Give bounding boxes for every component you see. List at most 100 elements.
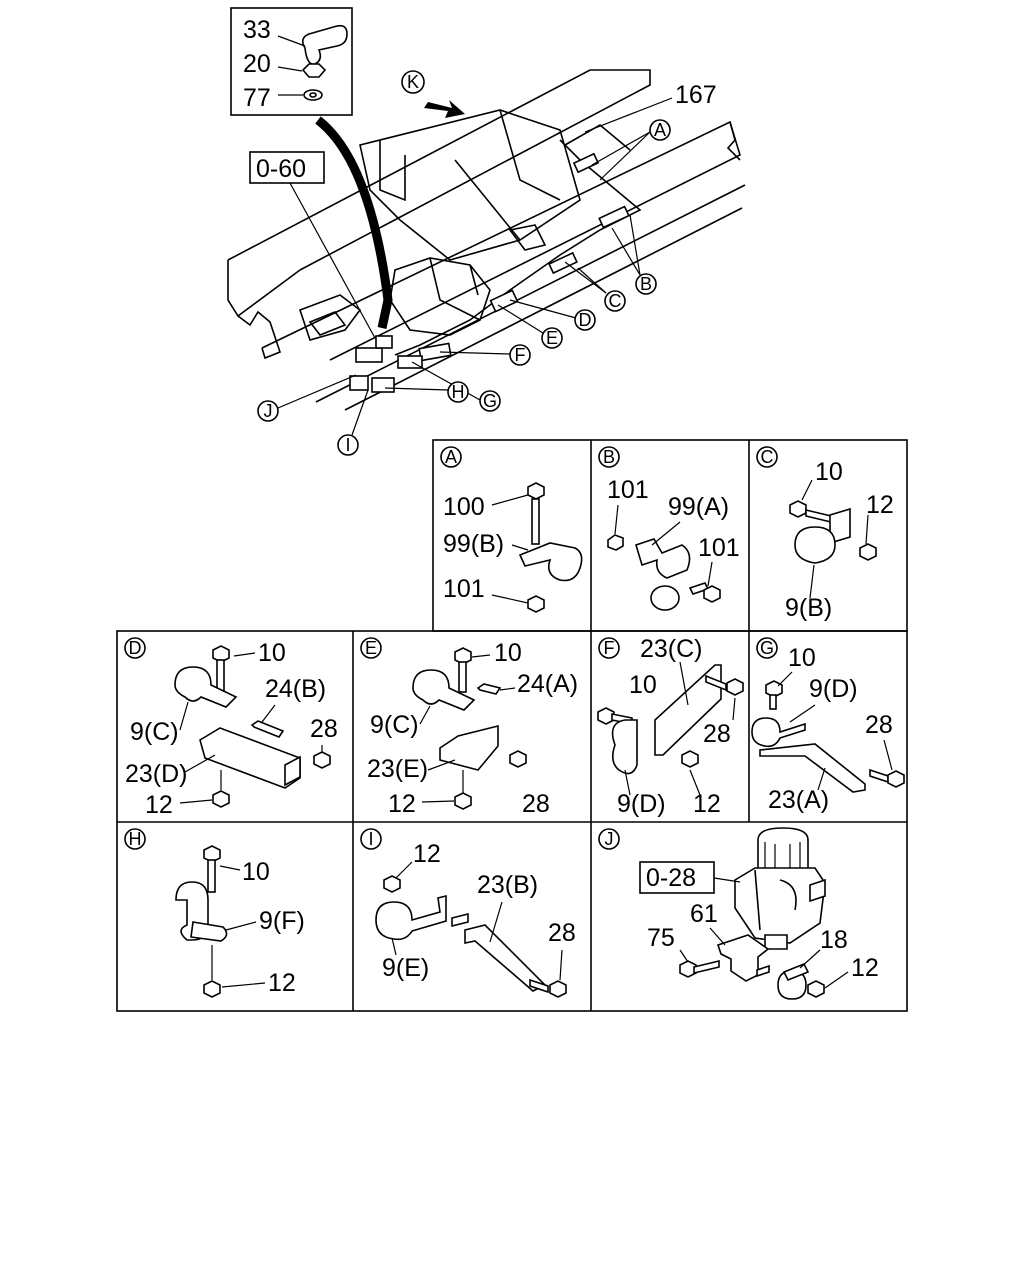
callout-i — [337, 434, 359, 456]
panel-j: J 0-28 61 75 18 12 — [598, 827, 879, 1000]
panel-f-label-23c: 23(C) — [640, 635, 703, 663]
panel-d-label-28: 28 — [310, 715, 338, 743]
transmission-housing — [389, 257, 491, 336]
panel-c-letter: C — [761, 447, 774, 467]
panel-c-label-9b: 9(B) — [785, 594, 832, 622]
callout-d — [574, 309, 596, 331]
panel-e-label-9c: 9(C) — [370, 711, 419, 739]
valve-body — [734, 867, 826, 944]
panel-d-label-9c: 9(C) — [130, 718, 179, 746]
callout-g — [479, 390, 501, 412]
panel-j-label-18: 18 — [820, 926, 848, 954]
panel-j-label-61: 61 — [690, 900, 718, 928]
panel-b-label-101-right: 101 — [698, 534, 740, 562]
callout-a-letter: A — [654, 120, 666, 140]
panel-i-label-9e: 9(E) — [382, 954, 429, 982]
panel-j-label-75: 75 — [647, 924, 675, 952]
panel-c: C 10 12 9(B) — [756, 446, 894, 622]
panel-f-label-9d: 9(D) — [617, 790, 666, 818]
panel-a-label-99b: 99(B) — [443, 530, 504, 558]
panel-f: F 23(C) 10 28 9(D) 12 — [597, 635, 744, 818]
panel-f-label-28: 28 — [703, 720, 731, 748]
panel-d-label-12: 12 — [145, 791, 173, 819]
panel-j-letter: J — [605, 829, 614, 849]
panel-b: B 101 99(A) 101 — [598, 446, 740, 611]
ref-box-0-60 — [249, 151, 325, 184]
panel-a: A 100 99(B) 101 — [440, 446, 583, 613]
callout-d-letter: D — [579, 310, 592, 330]
inset-label-77: 77 — [243, 84, 271, 112]
valve-cap — [757, 827, 809, 871]
panel-c-label-12: 12 — [866, 491, 894, 519]
callout-b-letter: B — [640, 274, 652, 294]
panel-a-label-101: 101 — [443, 575, 485, 603]
panel-e-label-28: 28 — [522, 790, 550, 818]
label-167: 167 — [675, 81, 717, 109]
panel-i-label-23b: 23(B) — [477, 871, 538, 899]
chassis-illustration: 0-60 K — [227, 69, 746, 456]
inset-frame — [230, 7, 353, 116]
panel-d-label-24b: 24(B) — [265, 675, 326, 703]
panel-g-letter: G — [760, 638, 774, 658]
nut-part — [301, 63, 327, 78]
panel-g-label-28: 28 — [865, 711, 893, 739]
panel-d-label-10: 10 — [258, 639, 286, 667]
panel-h-label-9f: 9(F) — [259, 907, 305, 935]
panel-j-label-0-28: 0-28 — [646, 864, 696, 892]
inset-label-20: 20 — [243, 50, 271, 78]
frame-rail-right-top — [261, 120, 741, 361]
callout-e-letter: E — [546, 328, 558, 348]
panel-c-label-10: 10 — [815, 458, 843, 486]
frame-rail-left-top — [227, 69, 651, 271]
panel-j-label-12: 12 — [851, 954, 879, 982]
panel-b-label-99a: 99(A) — [668, 493, 729, 521]
panel-g-label-10: 10 — [788, 644, 816, 672]
callout-k — [401, 70, 425, 94]
callout-k-letter: K — [407, 72, 419, 92]
panel-d-letter: D — [129, 638, 142, 658]
washer-part — [303, 89, 323, 101]
panel-e-label-12: 12 — [388, 790, 416, 818]
panel-e: E 10 24(A) 9(C) 23(E) 12 28 — [360, 637, 578, 818]
panel-h: H 10 9(F) 12 — [124, 828, 305, 998]
inset-leader — [315, 116, 393, 329]
callout-h — [447, 381, 469, 403]
panel-i: I 12 23(B) 28 9(E) — [360, 828, 576, 998]
panel-e-label-10: 10 — [494, 639, 522, 667]
panel-a-label-100: 100 — [443, 493, 485, 521]
callout-j-letter: J — [264, 401, 273, 421]
panel-i-label-12: 12 — [413, 840, 441, 868]
callout-c-letter: C — [609, 291, 622, 311]
inset-box: 33 20 77 — [230, 7, 353, 116]
panel-e-label-24a: 24(A) — [517, 670, 578, 698]
panel-i-letter: I — [368, 829, 373, 849]
callout-c — [604, 290, 626, 312]
panel-h-label-12: 12 — [268, 969, 296, 997]
panel-i-label-28: 28 — [548, 919, 576, 947]
panel-d-label-23d: 23(D) — [125, 760, 188, 788]
panel-a-letter: A — [445, 447, 457, 467]
panel-g-label-9d: 9(D) — [809, 675, 858, 703]
inset-label-33: 33 — [243, 16, 271, 44]
panel-h-label-10: 10 — [242, 858, 270, 886]
detail-grid — [116, 439, 908, 1012]
hose-line — [394, 139, 642, 356]
panel-d: D 10 24(B) 9(C) 28 23(D) 12 — [124, 637, 338, 819]
callout-e — [541, 327, 563, 349]
panel-e-label-23e: 23(E) — [367, 755, 428, 783]
callout-g-letter: G — [483, 391, 497, 411]
view-arrow-icon — [424, 100, 465, 118]
panel-b-letter: B — [603, 447, 615, 467]
panel-f-letter: F — [604, 638, 615, 658]
panel-h-letter: H — [129, 829, 142, 849]
elbow-cap-part — [301, 24, 348, 65]
callout-h-letter: H — [452, 382, 465, 402]
callout-j — [257, 400, 279, 422]
callout-a — [649, 119, 671, 141]
ref-label-0-60: 0-60 — [256, 155, 306, 183]
callout-f-letter: F — [515, 345, 526, 365]
callout-b — [635, 273, 657, 295]
panel-b-label-101-top: 101 — [607, 476, 649, 504]
panel-f-label-12: 12 — [693, 790, 721, 818]
